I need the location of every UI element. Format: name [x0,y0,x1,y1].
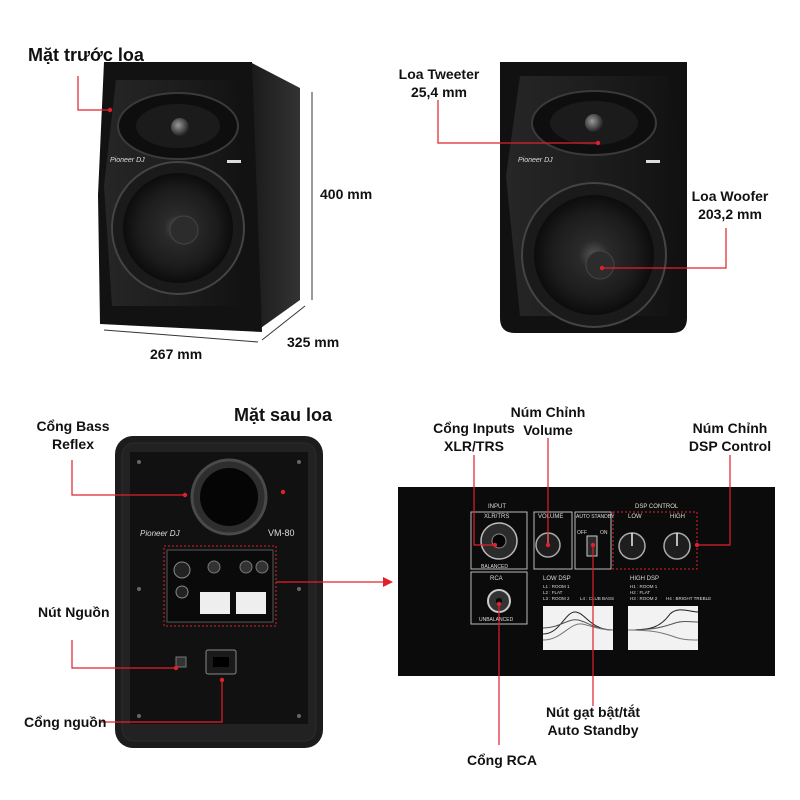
rear-panel-enlarged [398,487,775,676]
tweeter-label-line2: 25,4 mm [410,83,468,100]
bass-reflex-port [200,468,258,526]
front-brand-logo-2: Pioneer DJ [518,157,553,164]
high-dsp-item-2: H2 : FLAT [630,590,650,595]
depth-dimension-line [261,305,306,341]
woofer-dustcap [169,215,199,245]
dsp-knob-label-line2: DSP Control [688,437,772,454]
panel-volume-text: VOLUME [538,514,563,520]
auto-standby-label-line2: Auto Standby [547,721,639,738]
front-speaker-straight [500,62,687,333]
tweeter-label-line1: Loa Tweeter [398,66,480,82]
volume-frame [533,511,573,570]
mini-low-graph [200,592,230,614]
high-dsp-item-4: H4 : BRIGHT TREBLE [666,596,711,601]
volume-knob-label: Núm Chỉnh Volume [498,404,598,439]
panel-on-text: ON [600,530,608,536]
low-dsp-item-3: L3 : ROOM 2 [543,596,570,601]
dsp-frame [612,511,698,570]
mini-power-socket [213,657,229,667]
back-speaker [115,436,323,748]
panel-off-text: OFF [577,530,587,536]
tweeter-dome [585,114,603,132]
back-face-title: Mặt sau loa [234,405,333,425]
woofer-label: Loa Woofer 203,2 mm [684,188,776,223]
low-dsp-item-1: L1 : ROOM 1 [543,584,570,589]
xlr-frame [470,511,528,570]
power-port-label: Cổng nguồn [24,714,107,730]
zoom-arrow-head [383,577,393,587]
woofer-dustcap [585,250,615,280]
mini-power-switch [175,656,187,668]
width-dimension-label: 267 mm [150,346,203,362]
high-dsp-title: HIGH DSP [630,576,659,582]
high-dsp-item-3: H3 : ROOM 2 [630,596,658,601]
callout-lines [71,76,731,745]
panel-low-text: LOW [628,514,642,520]
bass-reflex-label: Cổng Bass Reflex [28,418,118,453]
mini-dsp-low [239,560,253,574]
rca-port-label: Cổng RCA [467,752,537,768]
volume-knob-label-line1: Núm Chỉnh [510,404,586,420]
dsp-knob-label-line1: Núm Chỉnh [692,420,768,436]
auto-standby-label-line1: Nút gạt bật/tắt [545,704,641,720]
auto-standby-label: Nút gạt bật/tắt Auto Standby [530,704,656,739]
mini-xlr [173,561,191,579]
low-dsp-item-2: L2 : FLAT [543,590,563,595]
low-dsp-item-4: L4 : CLUB BASS [580,596,614,601]
power-led [646,160,660,163]
inputs-label: Cổng Inputs XLR/TRS [420,420,528,455]
inputs-label-line1: Cổng Inputs [433,420,515,436]
inputs-label-line2: XLR/TRS [444,437,504,454]
panel-input-text: INPUT [488,504,506,510]
power-led [227,160,241,163]
back-brand-logo: Pioneer DJ [140,529,181,538]
mini-rca [175,585,189,599]
bass-reflex-label-line2: Reflex [51,435,95,452]
depth-dimension-label: 325 mm [287,334,340,350]
mini-dsp-high [255,560,269,574]
high-dsp-graph [628,606,698,650]
height-dimension-label: 400 mm [320,186,373,202]
panel-xlr-trs-text: XLR/TRS [484,514,509,520]
bass-reflex-label-line1: Cổng Bass [36,418,110,434]
io-highlight-box [163,545,277,627]
panel-balanced-text: BALANCED [481,564,508,570]
panel-auto-standby-text: AUTO STANDBY [576,514,615,520]
front-face-title: Mặt trước loa [28,45,144,65]
low-dsp-title: LOW DSP [543,576,571,582]
dsp-knob-label: Núm Chỉnh DSP Control [680,420,780,455]
high-dsp-item-1: H1 : ROOM 1 [630,584,658,589]
panel-dsp-control-text: DSP CONTROL [635,504,679,510]
back-model-label: VM-80 [268,528,295,538]
front-brand-logo: Pioneer DJ [110,157,145,164]
width-dimension-line [103,329,259,343]
panel-rca-text: RCA [490,576,503,582]
tweeter-label: Loa Tweeter 25,4 mm [393,66,485,101]
power-button-label: Nút Nguồn [38,604,110,620]
mini-high-graph [236,592,266,614]
woofer-label-line1: Loa Woofer [691,188,769,204]
mini-volume-knob [207,560,221,574]
panel-unbalanced-text: UNBALANCED [479,617,514,623]
woofer-label-line2: 203,2 mm [698,205,762,222]
front-speaker-angled [98,62,300,332]
speaker-side-panel [250,62,300,330]
volume-knob-label-line2: Volume [523,421,573,438]
panel-high-text: HIGH [670,514,685,520]
tweeter-dome [171,118,189,136]
callout-dots [107,107,700,683]
